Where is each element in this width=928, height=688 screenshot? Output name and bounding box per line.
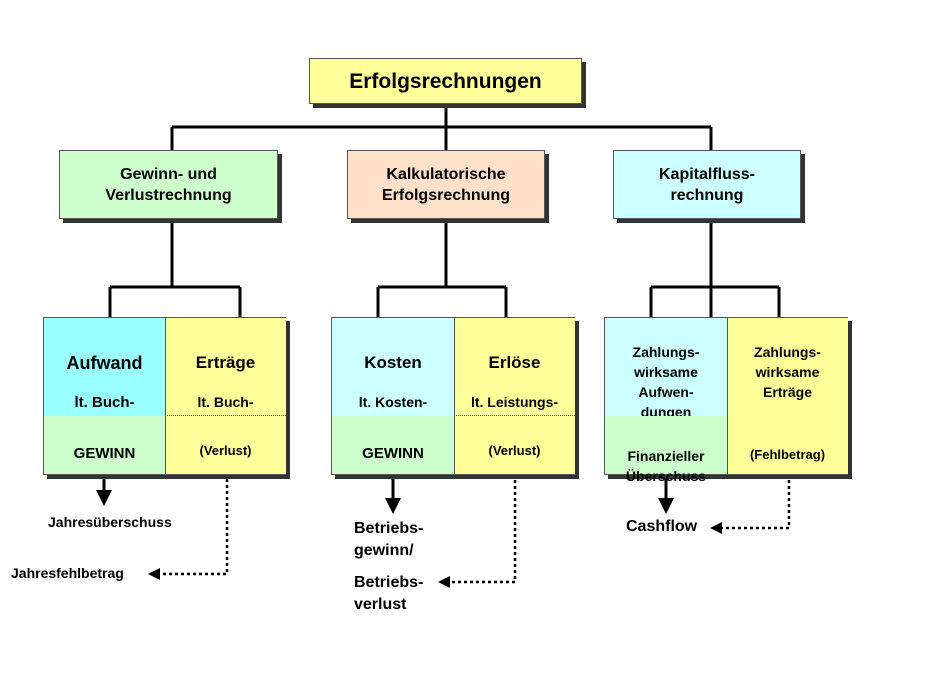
cell-kosten: Kosten lt. Kosten- rechnung <box>332 318 454 430</box>
cell-verlust-2-text: (Verlust) <box>488 443 541 458</box>
cell-verlust-2: (Verlust) <box>454 416 575 474</box>
cell-gewinn: GEWINN <box>44 416 165 474</box>
branch-title-kalk: Kalkulatorische Erfolgsrechnung <box>381 165 510 204</box>
account-divider <box>727 318 728 474</box>
cell-zahlungs-ertraege-text: Zahlungs- wirksame Erträge <box>754 344 821 400</box>
branch-title-guv: Gewinn- und Verlustrechnung <box>105 165 232 204</box>
result-betriebsverlust: Betriebs- verlust <box>354 574 424 613</box>
account-divider <box>165 318 166 474</box>
branch-box-kalk: Kalkulatorische Erfolgsrechnung <box>347 150 545 219</box>
cell-ueberschuss-text: Finanzieller Überschuss <box>625 448 707 484</box>
branch-box-guv: Gewinn- und Verlustrechnung <box>59 150 278 219</box>
cell-zahlungs-aufwand-text: Zahlungs- wirksame Aufwen- dungen <box>632 344 700 420</box>
account-divider <box>454 318 455 474</box>
cell-zahlungs-ertraege: Zahlungs- wirksame Erträge <box>727 318 848 474</box>
account-guv: Aufwand lt. Buch- führung Erträge lt. Bu… <box>43 317 286 475</box>
result-jahresueberschuss: Jahresüberschuss <box>48 514 172 530</box>
result-cashflow: Cashflow <box>626 518 698 535</box>
cell-fehlbetrag: (Fehlbetrag) <box>727 432 848 462</box>
cell-aufwand-head: Aufwand <box>66 353 143 373</box>
cell-gewinn-2: GEWINN <box>332 416 454 474</box>
cell-ueberschuss: Finanzieller Überschuss <box>605 416 727 484</box>
cell-fehlbetrag-text: (Fehlbetrag) <box>749 447 826 462</box>
cell-zahlungs-aufwand: Zahlungs- wirksame Aufwen- dungen <box>605 318 727 420</box>
account-kalk: Kosten lt. Kosten- rechnung Erlöse lt. L… <box>331 317 575 475</box>
cell-verlust: (Verlust) <box>165 416 286 474</box>
cell-erloese: Erlöse lt. Leistungs- rechnung <box>454 318 575 430</box>
cell-verlust-text: (Verlust) <box>199 443 252 458</box>
result-betriebsgewinn: Betriebs- gewinn/ <box>354 520 424 559</box>
cell-gewinn-2-text: GEWINN <box>362 445 424 462</box>
result-jahresfehlbetrag: Jahresfehlbetrag <box>11 565 124 581</box>
cell-ertraege: Erträge lt. Buch- führung <box>165 318 286 430</box>
cell-ertraege-head: Erträge <box>195 353 256 372</box>
cell-aufwand: Aufwand lt. Buch- führung <box>44 318 165 432</box>
cell-erloese-head: Erlöse <box>488 353 541 372</box>
branch-title-kapital: Kapitalfluss- rechnung <box>658 165 755 204</box>
account-kapital: Zahlungs- wirksame Aufwen- dungen Zahlun… <box>604 317 848 484</box>
branch-box-kapital: Kapitalfluss- rechnung <box>613 150 801 219</box>
cell-gewinn-text: GEWINN <box>73 445 136 462</box>
root-title: Erfolgsrechnungen <box>349 69 542 93</box>
root-box: Erfolgsrechnungen <box>309 58 582 104</box>
cell-kosten-head: Kosten <box>364 353 422 372</box>
